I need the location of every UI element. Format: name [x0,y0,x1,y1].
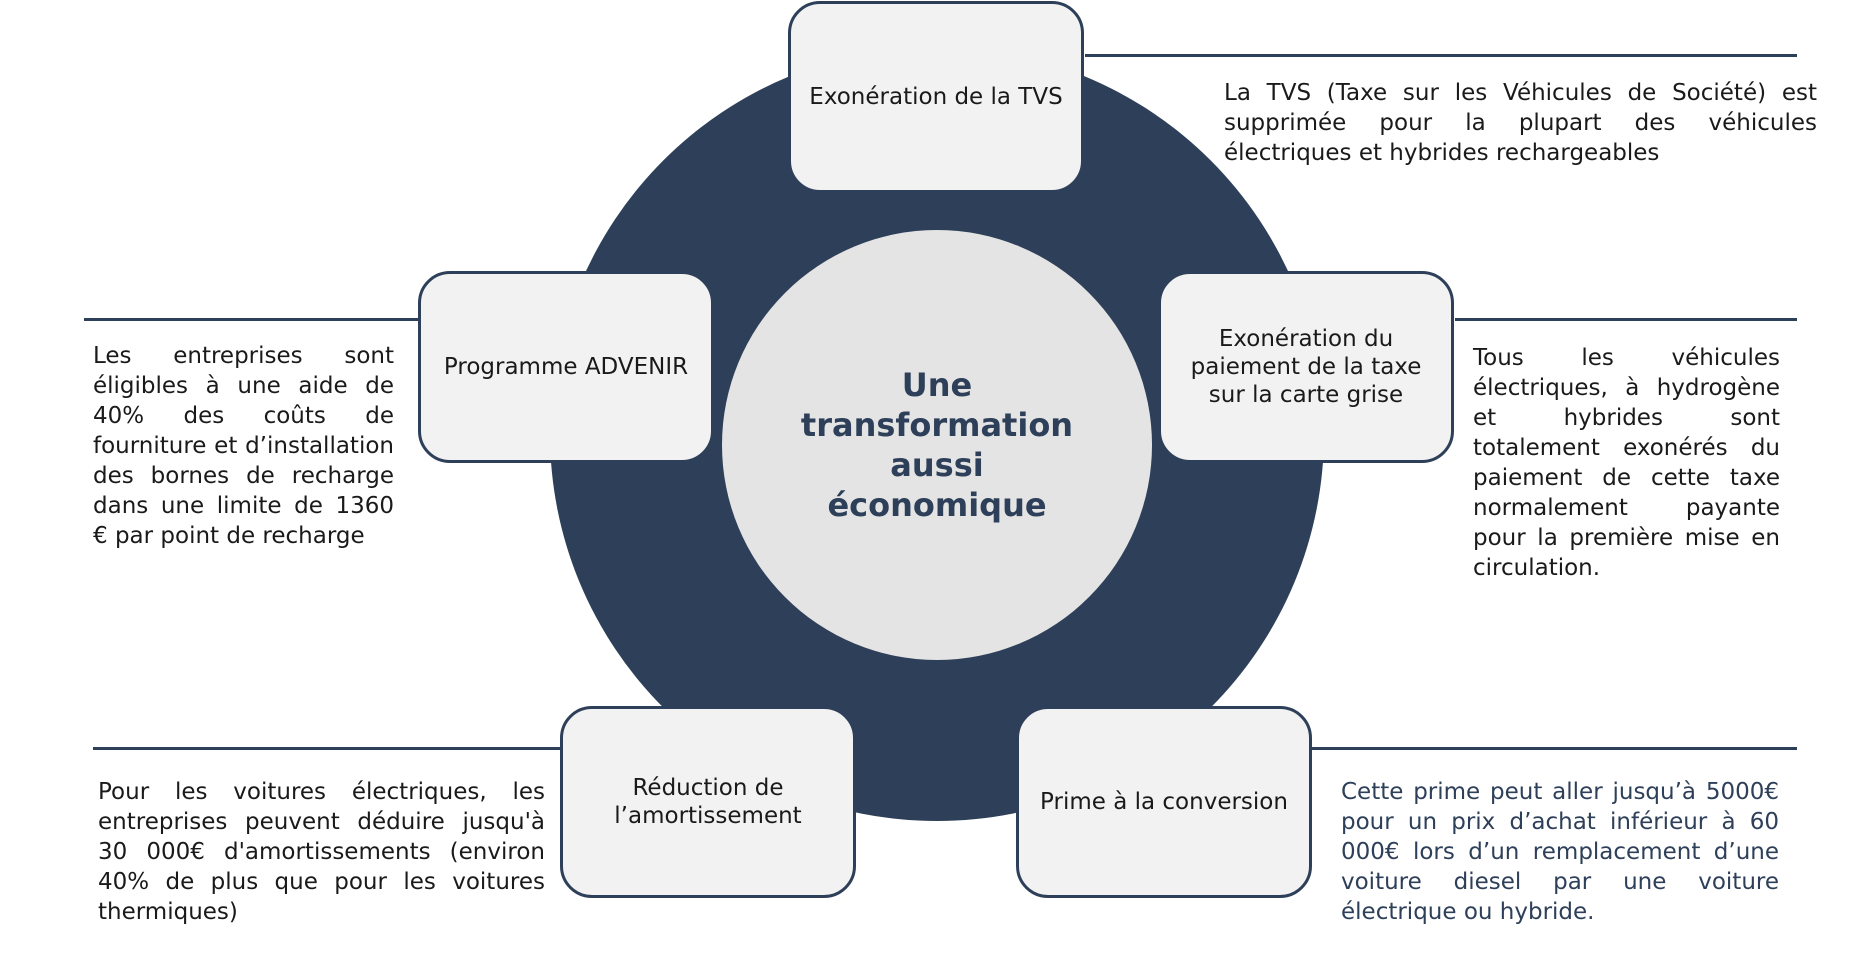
node-label: Programme ADVENIR [443,354,689,380]
node-label: Prime à la conversion [1040,789,1288,815]
node-programme-advenir: Programme ADVENIR [418,271,714,463]
connector-line-advenir [84,318,422,321]
node-label: Réduction de l’amortissement [614,775,802,829]
connector-line-prime [1310,747,1797,750]
node-exoneration-tvs: Exonération de la TVS [788,1,1084,193]
connector-line-tvs [1085,54,1797,57]
connector-line-carte-grise [1455,318,1797,321]
node-reduction-amortissement: Réduction de l’amortissement [560,706,856,898]
description-prime: Cette prime peut aller jusqu’à 5000€ pou… [1341,779,1779,925]
center-hub: Une transformation aussi économique [722,230,1152,660]
node-label: Exonération du paiement de la taxe sur l… [1190,326,1422,408]
description-amortissement: Pour les voitures électriques, les entre… [98,779,545,925]
connector-line-amortissement [93,747,563,750]
center-title: Une transformation aussi économique [800,366,1074,524]
description-advenir: Les entreprises sont éligibles à une aid… [93,343,394,549]
description-tvs: La TVS (Taxe sur les Véhicules de Sociét… [1224,80,1817,166]
description-carte-grise: Tous les véhicules électriques, à hydrog… [1473,345,1780,581]
node-label: Exonération de la TVS [809,84,1063,110]
node-prime-conversion: Prime à la conversion [1016,706,1312,898]
node-exoneration-carte-grise: Exonération du paiement de la taxe sur l… [1158,271,1454,463]
